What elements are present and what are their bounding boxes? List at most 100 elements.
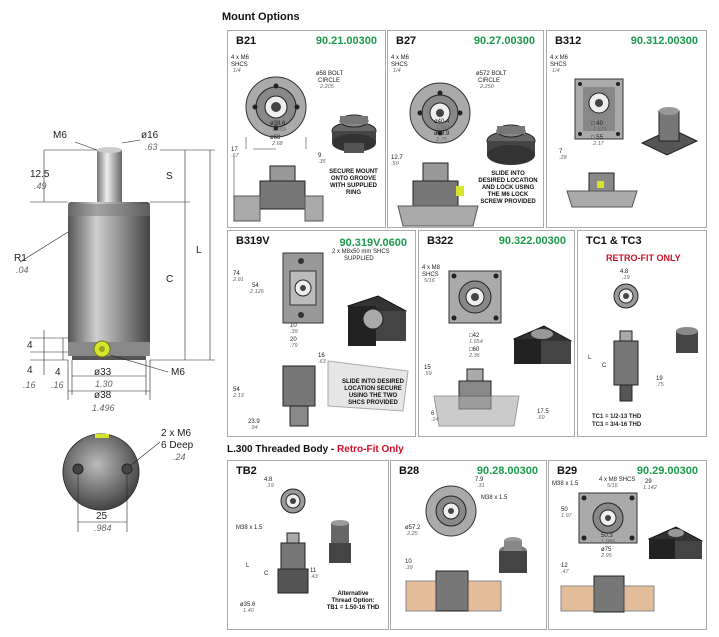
b28-m: M38 x 1.5 bbox=[481, 495, 508, 501]
threaded-body-heading: L.300 Threaded Body - Retro-Fit Only bbox=[227, 444, 404, 455]
b28-d79: 7.9 bbox=[475, 477, 484, 483]
panel-b322-title: B322 bbox=[427, 235, 454, 247]
b319v-d20-in: .79 bbox=[290, 343, 298, 349]
b29-d2-in: 2.95 bbox=[601, 553, 612, 559]
tb2-note-1: Alternative bbox=[337, 591, 369, 597]
b312-h-in: .28 bbox=[559, 155, 567, 161]
b28-dia-in: 2.25 bbox=[407, 531, 418, 537]
tb2-iso-view bbox=[329, 520, 351, 563]
b322-d1-in: 1.654 bbox=[469, 339, 483, 345]
b21-shcs2: SHCS bbox=[231, 62, 248, 68]
main-m6-top-label: M6 bbox=[53, 130, 67, 141]
b28-dia: ø57.2 bbox=[405, 525, 421, 531]
b21-section-view bbox=[259, 180, 306, 210]
tb2-note: Alternative Thread Option: TB1 = 1.50-16… bbox=[320, 591, 386, 612]
tb2-h11: 11 bbox=[310, 568, 317, 574]
tc1-l: L bbox=[588, 355, 592, 361]
panel-tb2: TB2 4.8 .19 M38 x 1.5 L C 11 .43 ø35.6 1… bbox=[227, 460, 389, 630]
b322-shcs: 4 x M8 bbox=[422, 265, 441, 271]
b319v-d54-in: 2.13 bbox=[233, 393, 244, 399]
main-4-extra: 4 bbox=[27, 365, 33, 376]
main-l-label: L bbox=[196, 245, 202, 256]
b27-d1: ø40.4 bbox=[434, 119, 450, 125]
b312-d1-in: 1.575 bbox=[593, 127, 607, 133]
b319v-d10-in: .39 bbox=[290, 329, 298, 335]
tc1-thread-1: TC1 = 1/2-13 THD bbox=[592, 414, 642, 420]
b29-d1-in: 1.980 bbox=[601, 539, 615, 545]
b27-shcs-in: 1/4 bbox=[393, 68, 401, 74]
b319v-d16-in: .63 bbox=[318, 359, 326, 365]
b27-shcs: 4 x M6 bbox=[391, 55, 410, 61]
panel-b29-code: 90.29.00300 bbox=[636, 465, 698, 477]
b322-d2-in: 2.36 bbox=[469, 353, 480, 359]
panel-b27-code: 90.27.00300 bbox=[473, 35, 535, 47]
tb2-l: L bbox=[246, 563, 250, 569]
b319v-h74: 74 bbox=[233, 271, 240, 277]
b319v-d20: 20 bbox=[290, 337, 297, 343]
main-dia16-label: ø16 bbox=[141, 130, 159, 141]
tb2-m: M38 x 1.5 bbox=[236, 525, 263, 531]
b312-d2-in: 2.17 bbox=[593, 141, 604, 147]
piston-rod bbox=[97, 150, 122, 202]
main-r1-in: .04 bbox=[16, 265, 29, 275]
b29-shcs: 4 x M8 SHCS bbox=[599, 477, 636, 483]
b21-d2-in: 2.68 bbox=[272, 141, 283, 147]
b319v-d16: 16 bbox=[318, 353, 325, 359]
cylinder-body bbox=[68, 202, 150, 352]
b319v-d10: 10 bbox=[290, 323, 297, 329]
panel-b21-code: 90.21.00300 bbox=[315, 35, 377, 47]
panel-b322: B322 90.322.00300 4 x M8 SHCS 5/16 □42 1… bbox=[418, 230, 575, 437]
b27-d1-in: 1.591 bbox=[436, 125, 450, 131]
b322-d2: □60 bbox=[469, 347, 480, 353]
b322-d1: □42 bbox=[469, 333, 480, 339]
b21-h9-in: .35 bbox=[318, 159, 326, 165]
b27-bolt: ø572 BOLT bbox=[476, 71, 507, 77]
tb2-dia-in: 1.40 bbox=[243, 608, 254, 614]
bottom-25-in: .984 bbox=[94, 523, 112, 533]
b312-h: 7 bbox=[559, 149, 563, 155]
b319v-d23: 23.9 bbox=[248, 419, 260, 425]
b21-bolt-in: 2.205 bbox=[320, 84, 334, 90]
b28-iso-view bbox=[499, 537, 527, 573]
b29-section-view bbox=[593, 575, 625, 613]
b312-d1: □ 40 bbox=[591, 121, 603, 127]
b29-shcs-in: 5/16 bbox=[607, 483, 618, 489]
bottom-note-1: 2 x M6 bbox=[161, 428, 192, 439]
b322-h6: 6 bbox=[431, 411, 435, 417]
b27-shcs2: SHCS bbox=[391, 62, 408, 68]
panel-b21-title: B21 bbox=[236, 35, 257, 47]
b319v-shcs: 2 x M8x50 mm SHCS bbox=[332, 249, 390, 255]
tc1-d: 4.8 bbox=[620, 269, 629, 275]
b319v-shcs2: SUPPLIED bbox=[344, 256, 374, 262]
b322-h15-in: .59 bbox=[424, 371, 432, 377]
tc1-h19: 19 bbox=[656, 376, 663, 382]
b322-h17: 17.5 bbox=[537, 409, 549, 415]
panel-tc1-tc3: TC1 & TC3 RETRO-FIT ONLY 4.8 .19 L C 19 … bbox=[577, 230, 707, 437]
main-4b-label: 4 bbox=[55, 367, 61, 378]
bottom-note-2-in: .24 bbox=[173, 452, 186, 462]
b319v-d54: 54 bbox=[233, 387, 240, 393]
tb2-note-3: TB1 = 1.50-16 THD bbox=[326, 604, 380, 611]
b27-d2: ø69.9 bbox=[434, 131, 450, 137]
b29-m: M38 x 1.5 bbox=[552, 481, 579, 487]
tc1-thread-3: TC3 = 3/4-16 THD bbox=[592, 422, 642, 428]
b319v-h54: 54 bbox=[252, 283, 259, 289]
b319v-section-view bbox=[282, 365, 316, 407]
b27-section-view bbox=[412, 180, 459, 207]
b27-note: SLIDE INTO DESIRED LOCATION AND LOCK USI… bbox=[478, 171, 538, 205]
b312-d2: □ 55 bbox=[591, 135, 603, 141]
b27-bolt-in: 2.250 bbox=[480, 84, 494, 90]
panel-tb2-title: TB2 bbox=[236, 465, 257, 477]
b21-note: SECURE MOUNT ONTO GROOVE WITH SUPPLIED R… bbox=[329, 169, 378, 196]
b312-shcs: 4 x M6 bbox=[550, 55, 569, 61]
b21-d1-in: 1.559 bbox=[272, 127, 286, 133]
tb2-c: C bbox=[264, 571, 269, 577]
b29-h12: 12 bbox=[561, 563, 568, 569]
main-r1-label: R1 bbox=[14, 253, 27, 264]
panel-b319v-title: B319V bbox=[236, 235, 270, 247]
b29-d2: ø75 bbox=[601, 547, 612, 553]
main-dia33-in: 1.30 bbox=[95, 379, 113, 389]
b319v-d23-in: .94 bbox=[250, 425, 258, 431]
panel-b29-title: B29 bbox=[557, 465, 578, 477]
threaded-body-label: L.300 Threaded Body - bbox=[227, 444, 338, 455]
